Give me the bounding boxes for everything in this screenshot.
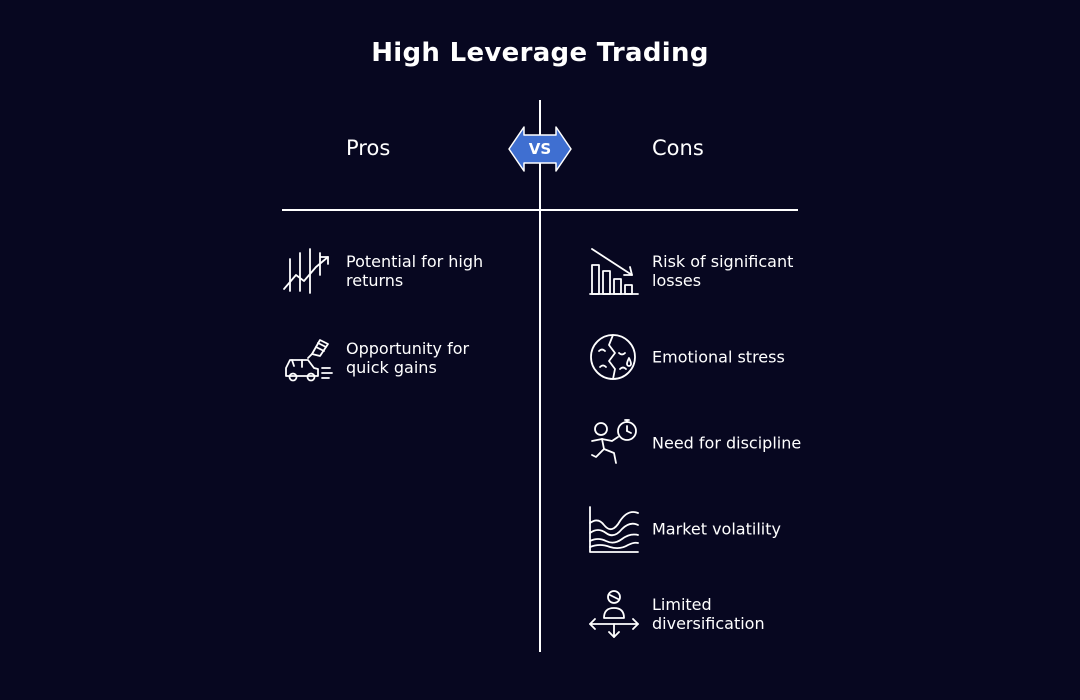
cons-heading: Cons — [652, 136, 704, 160]
item-label: Risk of significant losses — [652, 252, 794, 290]
vs-badge: VS — [508, 124, 572, 174]
stressed-face-icon — [590, 334, 636, 380]
person-arrows-icon — [589, 590, 639, 638]
running-stopwatch-icon — [591, 419, 637, 464]
falling-chart-icon — [589, 248, 639, 295]
fast-car-icon — [285, 339, 333, 382]
double-arrow-icon — [508, 126, 572, 172]
volatility-waves-icon — [589, 506, 639, 553]
vs-label: VS — [528, 140, 552, 158]
pros-heading: Pros — [346, 136, 391, 160]
rising-chart-icon — [283, 248, 329, 294]
item-label: Need for discipline — [652, 433, 802, 453]
vertical-divider — [539, 100, 541, 652]
item-label: Opportunity for quick gains — [346, 339, 470, 377]
horizontal-divider — [282, 209, 798, 211]
page-title: High Leverage Trading — [371, 38, 709, 68]
item-label: Emotional stress — [652, 347, 785, 367]
item-label: Limited diversification — [652, 595, 765, 633]
item-label: Potential for high returns — [346, 252, 484, 290]
item-label: Market volatility — [652, 519, 781, 539]
